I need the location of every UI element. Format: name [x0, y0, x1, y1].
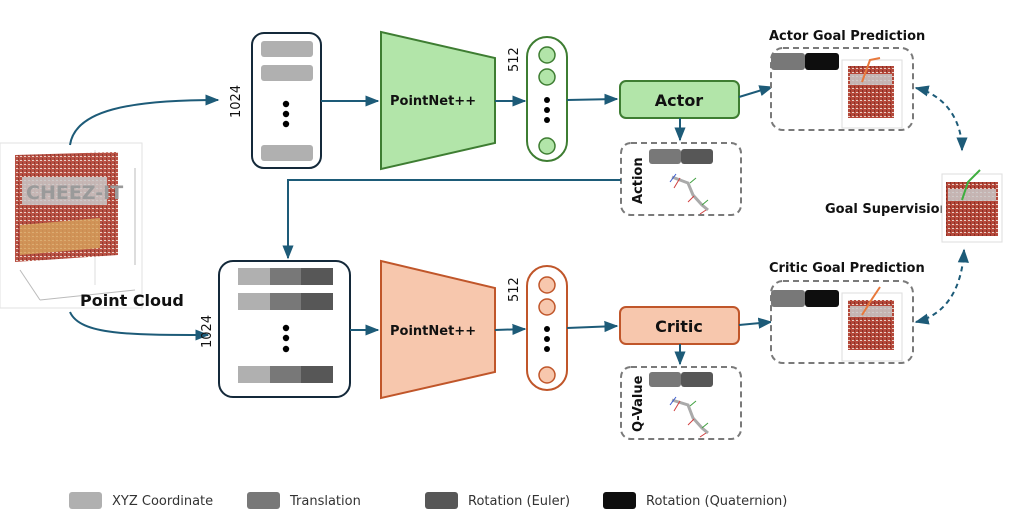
legend-item: XYZ Coordinate [69, 492, 213, 509]
arrow-actor-features-to-head [566, 93, 619, 105]
legend-swatch [69, 492, 102, 509]
critic-feature-vector [526, 265, 568, 391]
critic-encoder-label: PointNet++ [390, 324, 476, 339]
goal-supervision-image [941, 169, 1003, 243]
arrow-critic-features-to-head [566, 320, 619, 333]
arrow-critic-encoder-to-features [494, 323, 527, 336]
arrow-actor-to-goal [738, 85, 774, 98]
arrow-pc-to-actor-input [69, 94, 220, 146]
trajectory-icon [669, 173, 709, 215]
legend-label: Translation [289, 494, 361, 509]
dashed-arrow-critic-goal-supervision [914, 248, 969, 325]
legend-item: Translation [247, 492, 361, 509]
critic-input-buffer [218, 260, 351, 398]
critic-input-dim: 1024 [200, 315, 215, 348]
legend-swatch [603, 492, 636, 509]
critic-head-label: Critic [655, 317, 703, 336]
actor-feature-dim: 512 [507, 47, 522, 72]
legend-swatch [425, 492, 458, 509]
critic-feature-dim: 512 [507, 277, 522, 302]
critic-goal-prediction-box [770, 280, 914, 364]
goal-pose-image [841, 286, 903, 362]
actor-encoder-label: PointNet++ [390, 94, 476, 109]
actor-goal-title: Actor Goal Prediction [769, 29, 925, 44]
legend-item: Rotation (Euler) [425, 492, 570, 509]
goal-pose-image [841, 57, 903, 129]
goal-supervision-label: Goal Supervision [825, 202, 949, 217]
dashed-arrow-actor-goal-supervision [914, 85, 968, 152]
critic-encoder [380, 259, 496, 400]
point-cloud-image: CHEEZ-IT [0, 142, 143, 309]
actor-input-dim: 1024 [229, 85, 244, 118]
point-cloud-label: Point Cloud [80, 291, 184, 310]
actor-encoder [380, 30, 496, 171]
legend-label: Rotation (Quaternion) [646, 494, 787, 509]
actor-feature-vector [526, 36, 568, 162]
legend-label: Rotation (Euler) [468, 494, 570, 509]
trajectory-icon [669, 396, 709, 438]
legend-label: XYZ Coordinate [112, 494, 213, 509]
legend-item: Rotation (Quaternion) [603, 492, 787, 509]
action-output-box [620, 142, 742, 216]
actor-input-buffer [251, 32, 322, 169]
qvalue-label: Q-Value [631, 375, 646, 432]
action-label: Action [631, 157, 646, 204]
critic-goal-title: Critic Goal Prediction [769, 261, 925, 276]
arrow-pc-to-critic-input [69, 311, 210, 341]
actor-goal-prediction-box [770, 47, 914, 131]
qvalue-output-box [620, 366, 742, 440]
legend: XYZ Coordinate Translation Rotation (Eul… [69, 492, 787, 509]
actor-head-label: Actor [655, 91, 704, 110]
arrow-critic-to-goal [738, 317, 773, 329]
arrow-action-to-critic-input [282, 179, 621, 260]
brand-text: CHEEZ-IT [26, 182, 123, 204]
legend-swatch [247, 492, 280, 509]
